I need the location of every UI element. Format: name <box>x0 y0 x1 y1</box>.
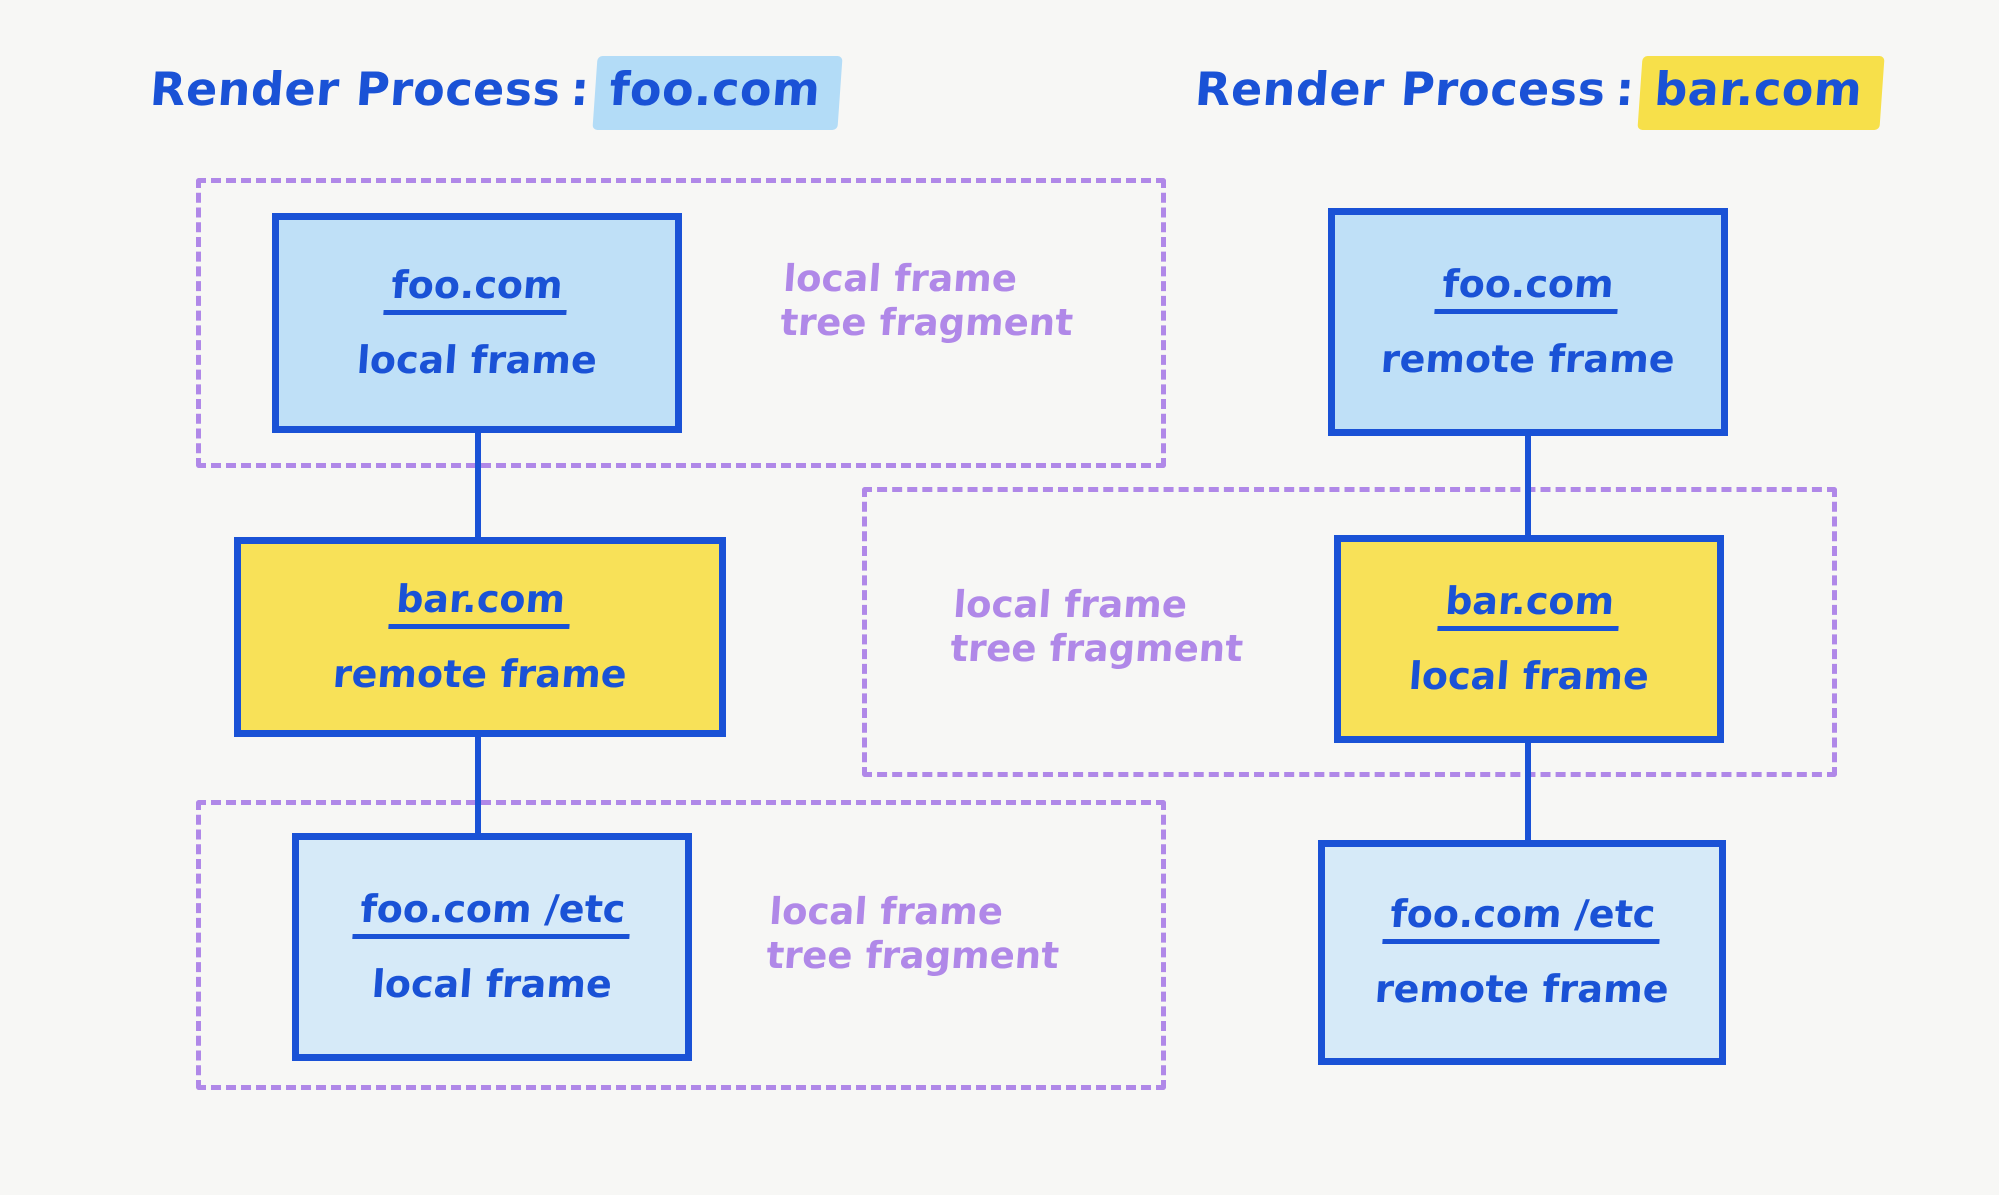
frame-kind-label: local frame <box>355 337 599 382</box>
frame-origin-label: bar.com <box>387 577 573 629</box>
render-process-label-left: Render Process <box>148 62 563 116</box>
frame-box-right-foo-remote[interactable]: foo.com remote frame <box>1328 208 1728 436</box>
frame-box-right-fooetc-remote[interactable]: foo.com /etc remote frame <box>1318 840 1726 1065</box>
connector-right-mid-to-bottom <box>1525 739 1531 844</box>
frame-origin-label: foo.com <box>1434 262 1622 314</box>
fragment-label-left-top: local frame tree fragment <box>778 257 1075 344</box>
fragment-label-left-bottom: local frame tree fragment <box>764 890 1061 977</box>
frame-kind-label: remote frame <box>1379 336 1677 381</box>
connector-left-top-to-mid <box>475 430 481 542</box>
frame-box-left-fooetc-local[interactable]: foo.com /etc local frame <box>292 833 692 1061</box>
fragment-label-middle: local frame tree fragment <box>948 583 1245 670</box>
render-process-title-bar: Render Process:bar.com <box>1193 56 1885 130</box>
frame-kind-label: remote frame <box>331 651 629 696</box>
render-process-domain-text-right: bar.com <box>1652 62 1865 116</box>
frame-origin-label: foo.com <box>383 263 571 315</box>
frame-kind-label: remote frame <box>1373 967 1671 1011</box>
frame-origin-label: foo.com /etc <box>351 887 633 939</box>
frame-box-right-bar-local[interactable]: bar.com local frame <box>1334 535 1724 743</box>
frame-box-left-bar-remote[interactable]: bar.com remote frame <box>234 537 726 737</box>
connector-right-top-to-mid <box>1525 433 1531 539</box>
local-frame-tree-fragment-group-left-top <box>196 178 1166 468</box>
render-process-domain-text-left: foo.com <box>607 62 823 116</box>
local-frame-tree-fragment-group-middle <box>862 487 1837 777</box>
render-process-domain-foo: foo.com <box>592 56 843 130</box>
render-process-title-foo: Render Process:foo.com <box>148 56 843 130</box>
connector-left-mid-to-bottom <box>475 733 481 838</box>
frame-origin-label: bar.com <box>1436 579 1622 631</box>
local-frame-tree-fragment-group-left-bottom <box>196 800 1166 1090</box>
frame-kind-label: local frame <box>370 961 614 1006</box>
frame-box-left-foo-local[interactable]: foo.com local frame <box>272 213 682 433</box>
frame-kind-label: local frame <box>1407 653 1651 698</box>
render-process-domain-bar: bar.com <box>1637 56 1885 130</box>
frame-origin-label: foo.com /etc <box>1381 892 1663 944</box>
render-process-label-right: Render Process <box>1193 62 1608 116</box>
